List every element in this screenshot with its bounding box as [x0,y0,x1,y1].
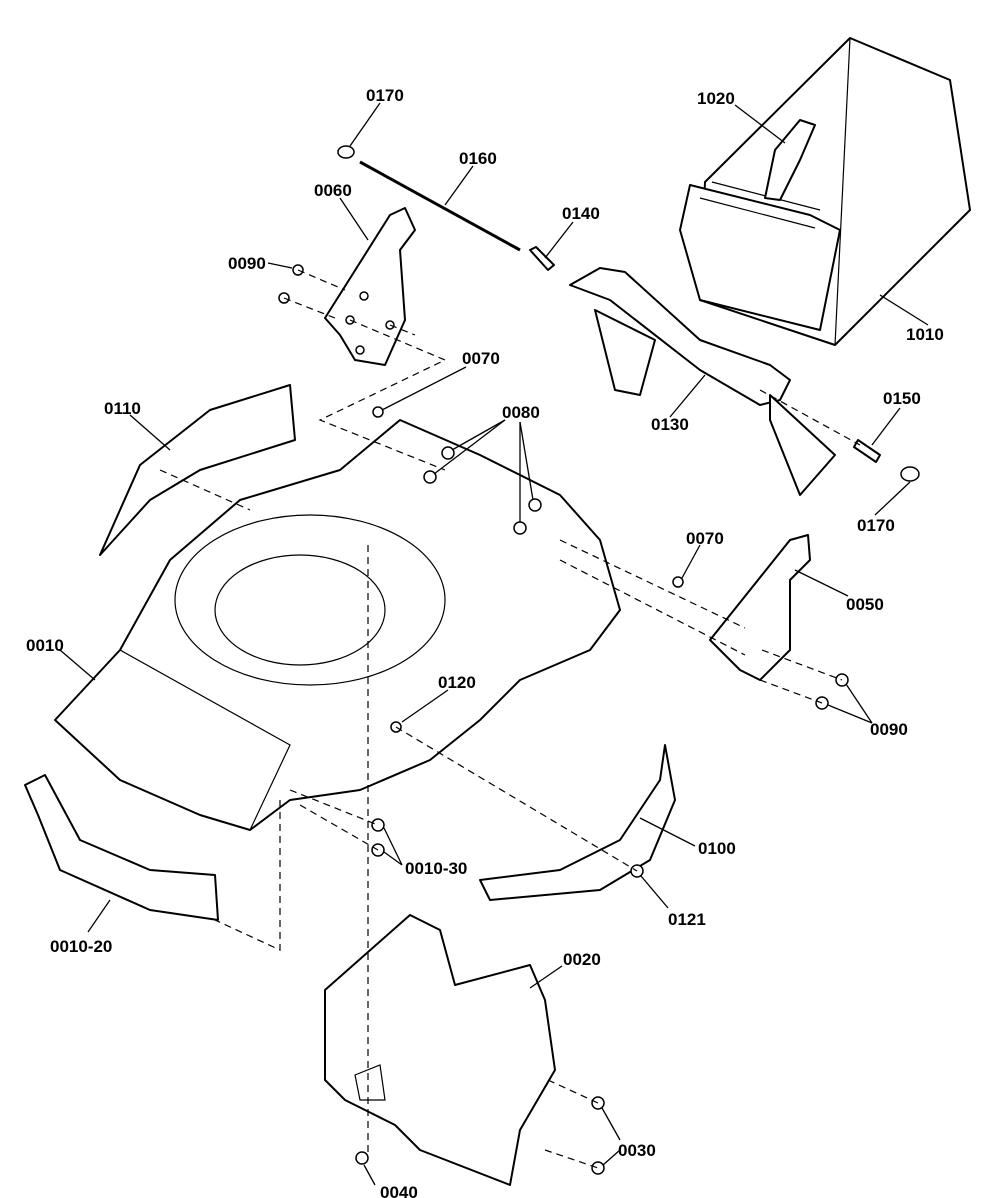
screw-0010-30-a [371,818,385,832]
label-0070-right: 0070 [686,529,724,548]
label-1010: 1010 [906,325,944,344]
right-axle-bracket [709,534,811,681]
label-0170-right: 0170 [857,516,895,535]
label-0121: 0121 [668,910,706,929]
left-side-flap [99,384,296,556]
label-0130: 0130 [651,415,689,434]
nut-0080-b [423,470,437,484]
part-labels: 0170 0160 0060 0090 0140 1020 1010 0070 … [26,86,944,1198]
label-0150: 0150 [883,389,921,408]
label-0050: 0050 [846,595,884,614]
discharge-chute [324,914,556,1186]
label-0010-30: 0010-30 [405,859,467,878]
assembly-guide-lines [159,269,861,1169]
label-0030: 0030 [618,1141,656,1160]
nut-0080-a [441,446,455,460]
label-0040: 0040 [380,1183,418,1198]
label-0140: 0140 [562,204,600,223]
left-axle-bracket [324,207,416,366]
label-0070-top: 0070 [462,349,500,368]
grass-bag-part [679,37,971,346]
washer-0170-right [900,466,920,482]
right-side-skirt [479,744,676,901]
label-0010-20: 0010-20 [50,937,112,956]
mower-deck [54,419,621,831]
nut-0080-c [528,498,542,512]
rear-flap-part [569,267,836,496]
label-0090-right: 0090 [870,720,908,739]
spring-0140 [529,246,555,271]
label-0100: 0100 [698,839,736,858]
label-0060: 0060 [314,181,352,200]
label-0110: 0110 [104,399,141,418]
label-0170-top: 0170 [366,86,404,105]
screw-0030-a [591,1096,605,1110]
nut-0080-d [513,521,527,535]
label-0160: 0160 [459,149,497,168]
washer-0070-top [372,406,384,418]
label-0080: 0080 [502,403,540,422]
label-0020: 0020 [563,950,601,969]
screw-0030-b [591,1161,605,1175]
spring-0150 [853,439,881,463]
leader-lines [59,102,929,1186]
label-0090-left: 0090 [228,254,266,273]
label-0120: 0120 [438,673,476,692]
rear-rod [359,160,521,252]
front-skirt [24,774,219,921]
washer-0170-top [337,145,355,159]
label-1020: 1020 [697,89,735,108]
screw-0040 [355,1151,369,1165]
label-0010: 0010 [26,636,64,655]
washer-0070-right [672,576,684,588]
